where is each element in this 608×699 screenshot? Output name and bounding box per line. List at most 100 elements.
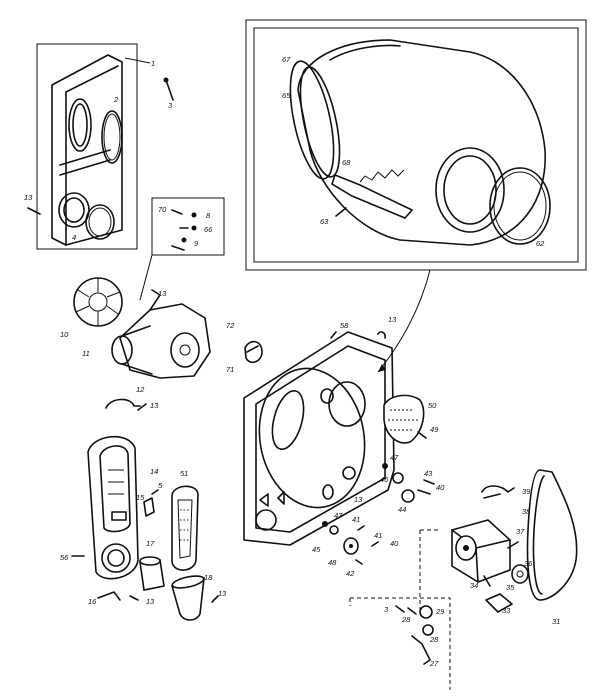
label-16: 16 — [88, 597, 97, 606]
hardware-leader-line — [139, 254, 153, 301]
label-72: 72 — [226, 321, 235, 330]
motor-shaft — [463, 545, 469, 551]
label-58: 58 — [340, 321, 349, 330]
cup-18-rim — [171, 575, 205, 589]
label-13-blower: 13 — [158, 289, 167, 298]
drive-belt — [526, 469, 578, 601]
label-3-idler: 3 — [384, 605, 389, 614]
screw-3-head — [163, 77, 169, 83]
screw-63 — [335, 207, 347, 217]
screw-3-shaft — [165, 79, 174, 101]
label-65: 65 — [282, 91, 291, 100]
label-10: 10 — [60, 330, 69, 339]
label-43: 43 — [424, 469, 433, 478]
front-panel-callout-box — [36, 43, 138, 250]
label-48: 48 — [328, 558, 337, 567]
lint-duct-group — [71, 435, 219, 621]
screw-49 — [417, 431, 427, 439]
felt-seal-texture — [388, 409, 418, 431]
label-9: 9 — [194, 239, 199, 248]
rear-panel-outline — [243, 331, 395, 546]
clamp-16 — [97, 591, 121, 601]
label-44: 44 — [398, 505, 406, 514]
washer-44 — [401, 489, 415, 503]
blower-fan-blades — [75, 278, 121, 326]
label-28-lower: 28 — [429, 635, 439, 644]
label-13-clamp: 13 — [150, 401, 159, 410]
front-panel-ribs — [59, 149, 111, 176]
label-8: 8 — [206, 211, 211, 220]
label-46: 46 — [380, 475, 389, 484]
label-45: 45 — [312, 545, 321, 554]
felt-seal — [383, 394, 425, 444]
label-68: 68 — [342, 158, 351, 167]
label-40-upper: 40 — [436, 483, 445, 492]
rear-panel-duct-opening — [271, 389, 305, 451]
drive-belt-inner — [532, 475, 545, 595]
hardware-group — [139, 197, 225, 301]
motor-pulley-hub — [516, 570, 524, 578]
hardware-washer — [181, 237, 187, 243]
motor-dashed-guide — [419, 529, 440, 610]
label-49: 49 — [430, 425, 439, 434]
label-66: 66 — [204, 225, 213, 234]
label-40-lower: 40 — [390, 539, 399, 548]
label-41-upper: 41 — [352, 515, 360, 524]
blower-fan-hub — [88, 292, 108, 312]
seal-ring-lower-inner — [88, 207, 112, 237]
label-38: 38 — [522, 507, 531, 516]
idler-pulley-29 — [419, 605, 433, 619]
label-3: 3 — [168, 101, 173, 110]
label-2: 2 — [113, 95, 119, 104]
label-35: 35 — [506, 583, 515, 592]
drum-baffle-tear — [359, 169, 405, 183]
lint-duct-grille — [108, 469, 124, 495]
lint-duct-label-plate — [111, 511, 127, 521]
drum-rear-opening — [435, 147, 505, 233]
screw-41-upper — [357, 525, 365, 531]
seal-ring-upper-inner — [103, 113, 121, 161]
hardware-clip-70 — [171, 209, 183, 215]
screw-13-clamp-lower — [129, 595, 139, 601]
screw-34 — [483, 575, 491, 587]
clamp-12 — [105, 398, 141, 409]
label-31: 31 — [552, 617, 560, 626]
rear-panel-small-hole — [342, 466, 356, 480]
screw-58 — [330, 331, 337, 339]
hardware-nut-8 — [191, 212, 197, 218]
label-12: 12 — [136, 385, 145, 394]
sensor-17-top — [139, 556, 161, 566]
lint-duct-body — [87, 435, 139, 580]
hardware-callout-box — [151, 197, 225, 256]
seal-ring-lower — [85, 204, 115, 240]
label-47-upper: 47 — [390, 453, 399, 462]
idler-washer-28 — [407, 607, 417, 615]
front-panel-lower-opening-inner — [63, 197, 85, 223]
label-70: 70 — [158, 205, 167, 214]
drum-front-ring-outer — [289, 60, 335, 180]
label-4: 4 — [72, 233, 76, 242]
screw-43 — [423, 479, 435, 485]
idler-arm-27 — [411, 635, 431, 665]
screw-13-cup — [211, 595, 219, 603]
rear-panel-group — [243, 331, 435, 565]
clip-37 — [507, 541, 519, 549]
label-1: 1 — [151, 59, 155, 68]
label-63: 63 — [320, 217, 329, 226]
hardware-nut-66 — [191, 225, 197, 231]
label-56: 56 — [60, 553, 69, 562]
rear-panel-lower-hole — [255, 509, 277, 531]
label-27: 27 — [429, 659, 439, 668]
bracket-72-slot — [246, 345, 259, 353]
drum-callout-box — [245, 19, 587, 271]
label-67: 67 — [282, 55, 291, 64]
idler-bushing-28 — [422, 624, 434, 636]
rear-panel-bulkhead — [258, 367, 366, 509]
lint-screen-mesh — [177, 499, 193, 559]
roller-48-hub — [349, 544, 353, 548]
blower-housing — [119, 303, 211, 379]
label-13-panel: 13 — [388, 315, 397, 324]
lint-duct-outlet — [101, 543, 131, 573]
label-33: 33 — [502, 606, 511, 615]
washer-46 — [392, 472, 404, 484]
